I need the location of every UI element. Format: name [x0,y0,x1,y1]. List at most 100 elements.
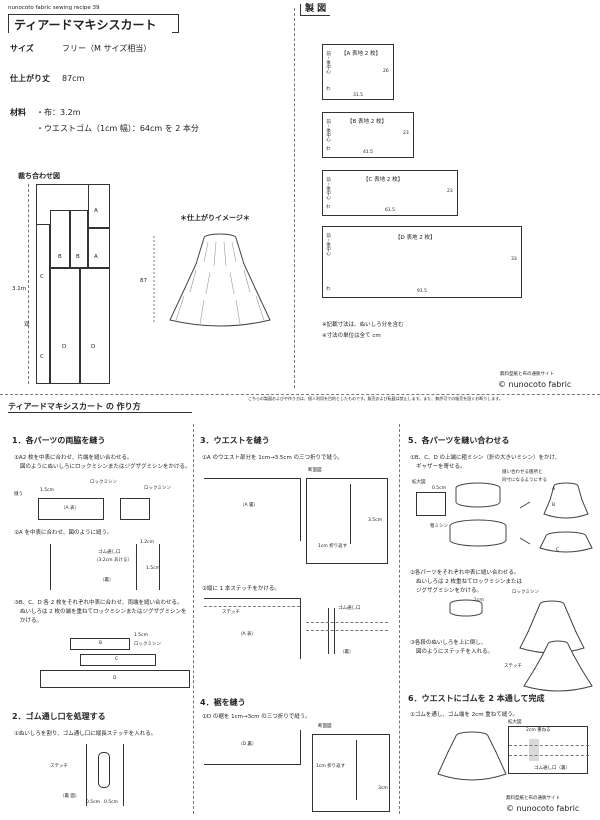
step1-c-label: C [115,657,119,662]
length-dim-line [28,184,29,384]
step1-15c: 1.5cm [134,633,149,638]
piece-d-height: 33 [511,257,517,262]
step3-stitch-line [204,606,300,607]
step6-site: 無料型紙と布の通販サイト [506,796,560,801]
pattern-piece-d: 【D 表地 2 枚】 前・後中心 わ 33 91.5 [322,226,522,298]
step4-section-line [356,740,357,800]
step2-stitch: ステッチ [50,764,68,769]
step4-section: 断面図 [318,724,332,729]
step3-section-line [350,484,351,544]
piece-b2: B [76,254,80,260]
middle-divider [0,394,600,395]
step6-zoom: 拡大図 [508,720,522,725]
step4-d-label: （D 裏） [238,742,257,747]
step1-ura: （裏） [100,578,114,583]
brand-logo: © nunocoto fabric [498,380,572,389]
step5-05: 0.5cm [432,486,447,491]
step2-ura: （裏 面） [60,794,80,799]
step5-stitch-illustration [523,640,593,692]
step5-note1b: ギャザーを寄せる。 [416,464,466,470]
step3-piece-a: （A 裏） [204,478,301,541]
note-unit: ※寸法の単位は全て cm [322,333,381,339]
step1-b-label: B [99,641,103,646]
step5-note2c: ジグザグミシンをかける。 [416,588,483,594]
piece-a-height: 26 [383,69,389,74]
title-bracket-end [172,14,179,33]
material-fabric: ・布：3.2m [36,108,81,117]
step6-logo: © nunocoto fabric [506,804,580,813]
piece-a2: A [94,254,98,260]
step5-zoom: 拡大図 [412,480,426,485]
step6-title: 6．ウエストにゴムを 2 本通して完成 [408,694,545,703]
step3-title: 3．ウエストを縫う [200,436,270,445]
step3-stitch: ステッチ [222,610,240,615]
step2-stitch-loop [98,752,110,788]
piece-a-fold: わ [326,87,331,92]
step2-05a: 0.5cm [86,800,101,805]
piece-c-name: 【C 表地 2 枚】 [363,177,404,183]
step3-section-box [306,478,388,564]
step5-b: B [552,503,556,508]
step3-35: 3.5cm [368,518,383,523]
piece-b1: B [58,254,62,260]
step1-gum: ゴム通し口 [98,550,121,555]
piece-b-fold: わ [326,147,331,152]
note-site: 無料型紙と布の通販サイト [500,372,554,377]
step4-section-box [312,734,390,812]
piece-c-width: 61.5 [385,208,396,213]
material-label: 材料 [10,108,26,117]
step1-seam [136,544,137,590]
step5-match2: 同寸になるようにする [502,478,548,483]
step4-title: 4．裾を縫う [200,698,246,707]
pattern-piece-b: 【B 表地 2 枚】 前・後中心 わ 23 41.5 [322,112,414,158]
step5-lock: ロックミシン [512,590,539,595]
step2-title: 2．ゴム通し口を処理する [12,712,106,721]
step1-gum2: （3.2cm あける） [94,558,132,563]
step3-detail [306,608,388,654]
piece-d1: D [62,344,67,350]
step3-note1: ①A のウエスト部分を 1cm→3.5cm の三つ折りで縫う。 [202,455,343,461]
step4-note1: ①D の裾を 1cm→3cm の三つ折りで縫う。 [202,714,311,720]
piece-a-fold-note: 前・後中心 [325,51,331,74]
step1-piece-d: D [40,670,190,688]
step5-note3b: 図のようにステッチを入れる。 [416,649,494,655]
size-value: フリー（M サイズ相当） [62,44,152,53]
step5-title: 5．各パーツを縫い合わせる [408,436,510,445]
step3-piece-a2 [204,598,301,659]
step3-ura: （裏） [340,650,354,655]
step4-piece-d: （D 裏） [204,730,301,765]
step3-gum: ゴム通し口 [338,606,361,611]
piece-d2: D [91,344,96,350]
step2-05b: 0.5cm [104,800,119,805]
step5-note2: ②各パーツをそれぞれ中表に縫い合わせる。 [410,570,520,576]
skirt-finish-illustration [153,233,271,327]
piece-a1: A [94,208,98,214]
step5-note1: ①B、C、D の上端に粗ミシン（針の大きいミシン）をかけ、 [410,455,561,461]
step1-note2: ②A を中表に合わせ、図のように縫う。 [14,530,113,536]
step4-1fold: 1cm 折り返す [316,764,346,769]
step5-note3: ③各段のぬいしろを上に倒し、 [410,640,487,646]
step1-15b: 1.5cm [146,566,161,571]
fold-mark: 双 [24,322,30,328]
step5-stitch: ステッチ [504,664,522,669]
page-title: ティアードマキシスカート [14,18,157,32]
piece-a-width: 31.5 [353,93,364,98]
step1-tube [50,544,160,590]
brand-line: nunocoto fabric sewing recipe 39 [8,5,100,11]
piece-b-name: 【B 表地 2 枚】 [347,119,388,125]
step1-piece-a: （A 表） [38,498,104,520]
piece-d-fold-note: 前・後中心 [325,233,331,256]
step1-title: 1．各パーツの両脇を縫う [12,436,106,445]
step1-a-label: （A 表） [61,506,80,511]
step1-note3c: かける。 [20,618,43,624]
step4-3: 3cm [378,786,388,791]
step2-note1: ①ぬいしろを割り、ゴム通し口に縦長ステッチを入れる。 [14,731,157,737]
howto-underline [8,412,192,413]
step1-piece-side [120,498,150,520]
col-divider-2 [399,424,400,814]
piece-d-name: 【D 表地 2 枚】 [395,235,436,241]
piece-c-height: 23 [447,189,453,194]
material-elastic: ・ウエストゴム（1cm 幅）：64cm を 2 本分 [36,124,199,133]
title-bracket [8,14,179,33]
step3-section: 断面図 [308,468,322,473]
